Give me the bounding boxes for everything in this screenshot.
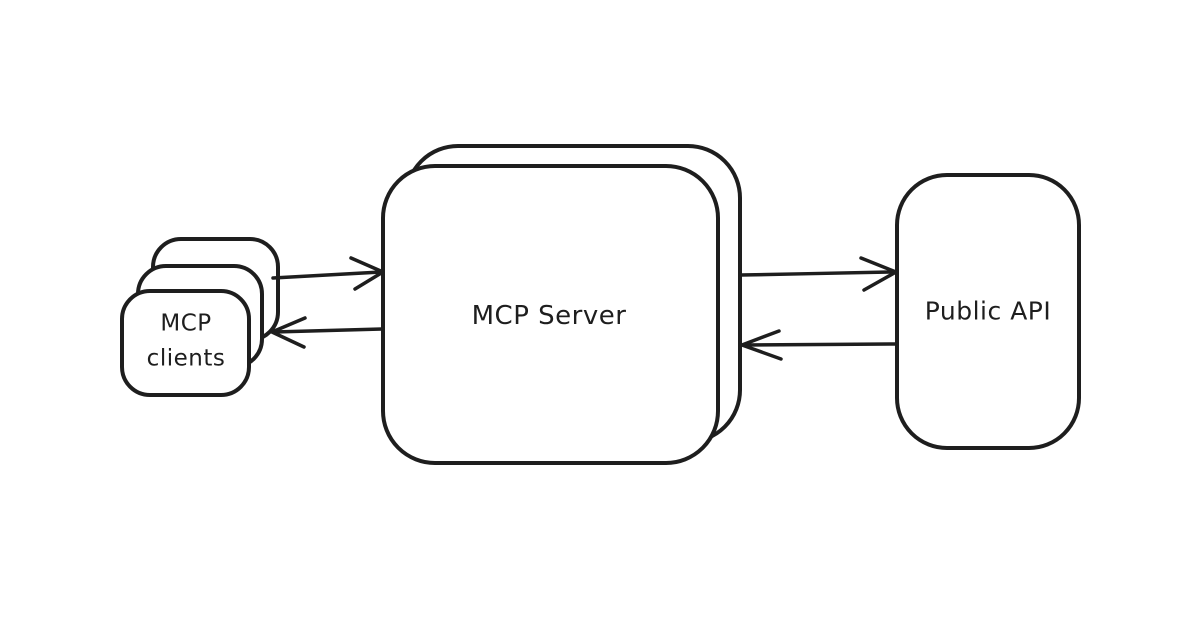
- public-api-node: [895, 173, 1081, 450]
- server-to-api-arrowhead-icon: [859, 256, 898, 292]
- clients-to-server-arrow: [271, 256, 385, 291]
- mcp-clients-node: [120, 237, 280, 397]
- server-to-clients-arrow-line: [272, 327, 384, 334]
- clients-to-server-arrowhead-icon: [349, 256, 385, 291]
- api-to-server-arrow: [740, 329, 898, 361]
- public-api-card: [895, 173, 1081, 450]
- api-to-server-arrow-line: [743, 342, 898, 347]
- server-to-api-arrow-line: [739, 270, 895, 277]
- server-to-clients-arrow: [270, 316, 384, 349]
- clients-to-server-arrow-line: [271, 270, 383, 280]
- mcp-clients-card-front: [120, 289, 251, 397]
- server-to-clients-arrowhead-icon: [270, 316, 307, 349]
- mcp-server-node: [381, 144, 742, 465]
- api-to-server-arrowhead-icon: [740, 329, 783, 361]
- mcp-server-card-front: [381, 164, 720, 465]
- server-to-api-arrow: [739, 256, 898, 292]
